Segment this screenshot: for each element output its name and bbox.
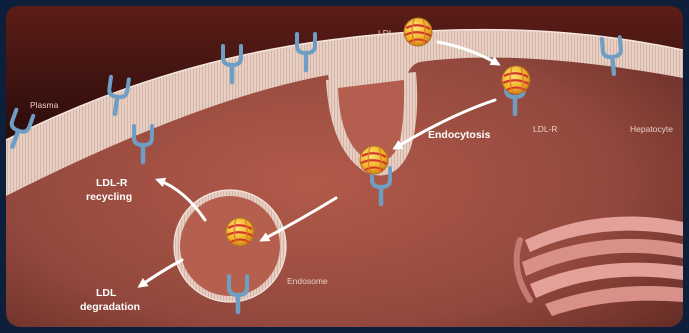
label-hepatocyte: Hepatocyte (630, 124, 673, 134)
label-ldl-r: LDL-R (533, 124, 558, 134)
label-ldl-r-recycling-2: recycling (86, 191, 132, 203)
label-plasma: Plasma (30, 100, 59, 110)
label-ldl-r-recycling-1: LDL-R (96, 177, 128, 189)
label-endosome: Endosome (287, 276, 328, 286)
label-ldl-degradation-2: degradation (80, 301, 140, 313)
label-endocytosis: Endocytosis (428, 129, 491, 141)
label-ldl-degradation-1: LDL (96, 287, 117, 299)
label-ldl: LDL (378, 28, 394, 38)
